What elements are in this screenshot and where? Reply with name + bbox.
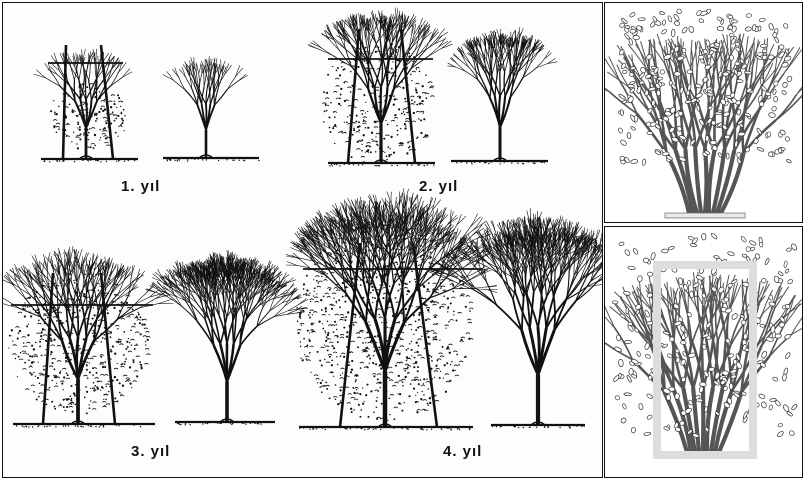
year3-ground-right	[175, 422, 275, 426]
year1-ground-left	[41, 159, 138, 163]
year4-ground-right	[491, 425, 585, 429]
pruning-stages-drawing	[3, 3, 603, 478]
caption-year-2: 2. yıl	[419, 178, 458, 195]
year3-stakes	[11, 273, 153, 424]
year1-tree-unpruned	[34, 49, 132, 159]
year3-ground-left	[13, 424, 155, 428]
year4-ground-left	[299, 427, 473, 431]
pruned-shrub-panel	[604, 226, 803, 478]
unpruned-shrub-illustration	[605, 3, 803, 223]
caption-year-3: 3. yıl	[131, 443, 170, 460]
year2-ground-left	[328, 163, 435, 167]
year2-tree-pruned	[448, 28, 558, 161]
pruned-shrub-illustration	[605, 227, 803, 478]
year3-tree-pruned	[146, 250, 308, 422]
unpruned-shrub-base	[665, 213, 745, 218]
year4-tree-pruned	[427, 209, 603, 426]
year2-tree-unpruned	[308, 8, 452, 163]
caption-year-4: 4. yıl	[443, 443, 482, 460]
caption-year-1: 1. yıl	[121, 178, 160, 195]
year1-tree-pruned	[163, 56, 247, 158]
year2-foliage	[322, 43, 434, 164]
pruning-stages-panel: 1. yıl 2. yıl 3. yıl 4. yıl	[2, 2, 603, 478]
year2-ground-right	[451, 161, 548, 165]
year1-foliage	[50, 83, 126, 150]
unpruned-shrub-panel	[604, 2, 803, 223]
year1-ground-right	[163, 158, 260, 162]
